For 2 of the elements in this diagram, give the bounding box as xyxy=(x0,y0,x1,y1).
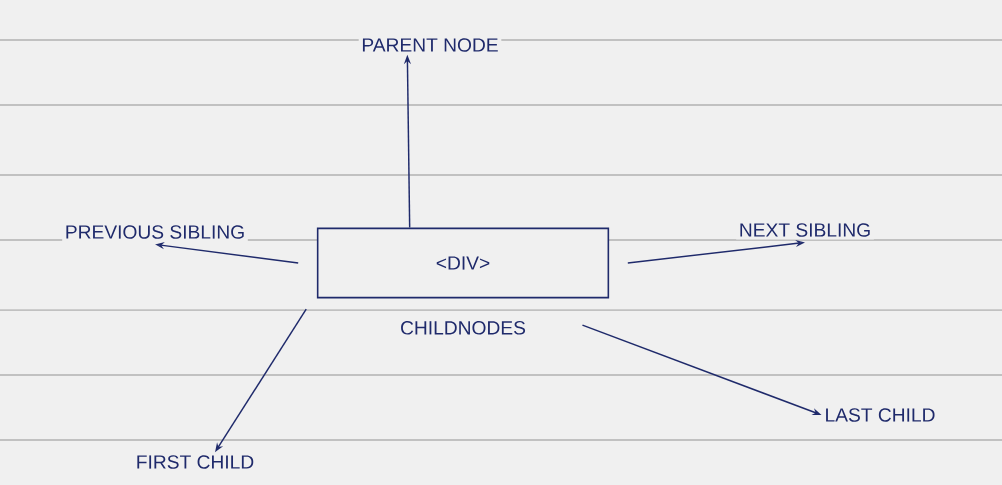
element-box: <DIV> xyxy=(316,227,610,299)
node-label: CHILDNODES xyxy=(397,318,529,338)
